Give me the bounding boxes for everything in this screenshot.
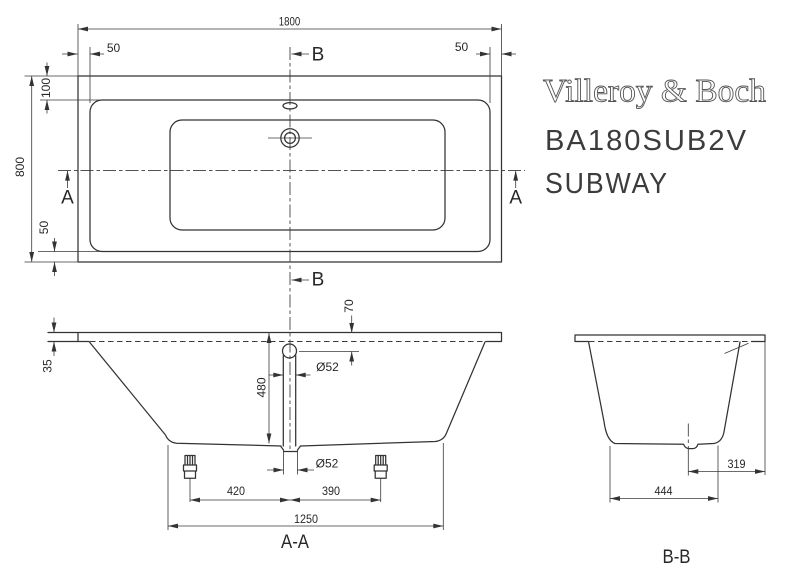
aa-drain-pipe <box>282 354 297 447</box>
plan-view: 1800 50 50 100 800 50 A A B B <box>13 15 525 452</box>
dim-width: 800 <box>13 157 27 177</box>
aa-outline <box>47 331 503 453</box>
dim-overflow-depth: 70 <box>342 299 356 313</box>
section-marker-a-left: A <box>61 188 74 209</box>
section-marker-a-right: A <box>509 188 522 209</box>
label-section-bb: B-B <box>663 547 691 565</box>
section-marker-b-bottom: B <box>312 270 325 291</box>
dim-base-length: 1250 <box>294 512 318 526</box>
section-aa: 35 70 480 Ø52 Ø52 420 390 1250 A-A <box>41 299 503 553</box>
bb-slope-tick <box>724 342 749 354</box>
dim-overflow-dia: Ø52 <box>316 360 339 374</box>
brand-logo: Villeroy & Boch <box>543 74 766 110</box>
brand-model: BA180SUB2V <box>545 125 748 157</box>
aa-dimension-lines <box>53 315 444 530</box>
dim-base-width: 444 <box>655 484 673 498</box>
dim-drain-offset: 319 <box>728 457 746 471</box>
dim-foot-to-drain-right: 390 <box>322 484 340 498</box>
dim-offset-top: 100 <box>39 78 53 98</box>
aa-overflow-hole <box>281 343 298 359</box>
dim-offset-right: 50 <box>455 40 469 54</box>
dim-rim-height: 35 <box>41 359 55 373</box>
aa-dimension-arrowheads <box>51 322 444 529</box>
aa-foot-left <box>182 454 198 479</box>
brand-series: SUBWAY <box>545 168 669 200</box>
aa-foot-right <box>373 454 388 479</box>
bb-dimension-arrowheads <box>610 469 765 501</box>
label-section-aa: A-A <box>281 532 309 553</box>
dim-length: 1800 <box>279 15 301 29</box>
dim-offset-bottom: 50 <box>37 221 51 235</box>
section-marker-b-top: B <box>312 45 325 66</box>
bb-outline <box>574 334 766 450</box>
section-bb: 319 444 B-B <box>574 334 766 565</box>
plan-dimension-lines <box>24 24 517 281</box>
dim-drain-dia: Ø52 <box>316 457 339 471</box>
dim-total-height: 480 <box>255 377 269 397</box>
dim-offset-left: 50 <box>107 41 121 55</box>
bb-dimension-lines <box>609 341 766 503</box>
plan-basin <box>169 119 446 231</box>
dim-foot-to-drain-left: 420 <box>227 484 245 498</box>
brand-block: Villeroy & Boch BA180SUB2V SUBWAY <box>543 73 767 200</box>
